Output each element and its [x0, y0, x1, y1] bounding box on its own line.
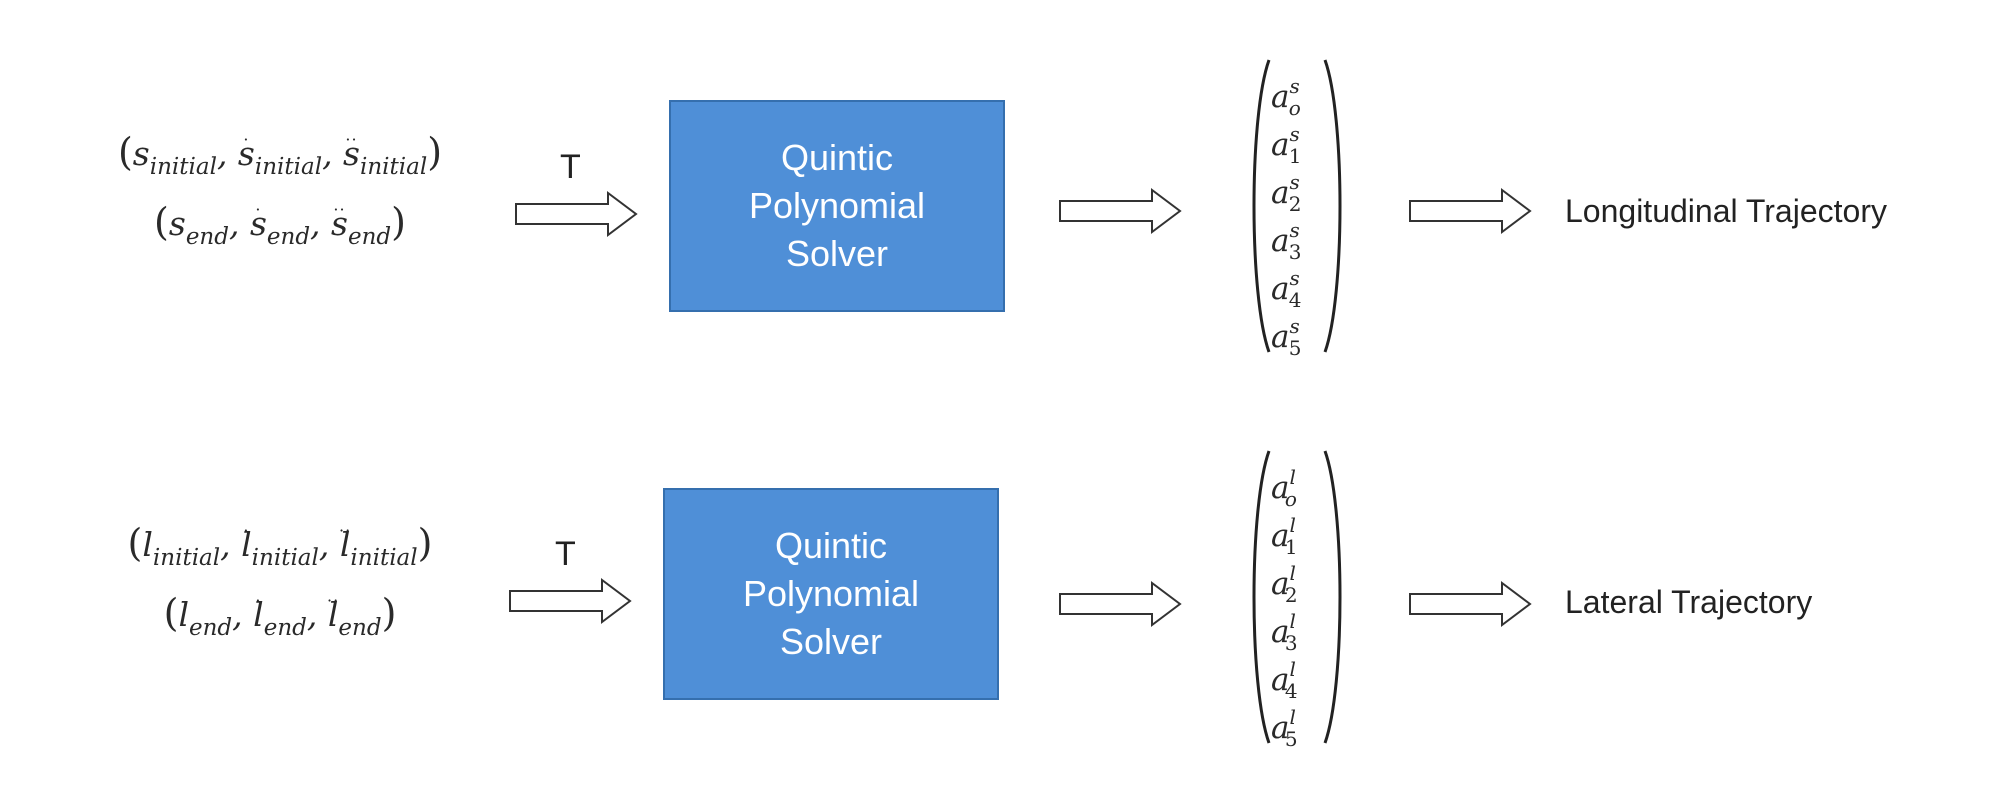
lateral-trajectory-label: Lateral Trajectory — [1565, 584, 1813, 620]
result-arrow — [1408, 581, 1532, 627]
coefficient-vector-s: aso as1 as2 as3 as4 as5 — [1247, 56, 1347, 360]
end-state-l: (lend, ·lend, ··lend) — [163, 591, 397, 641]
t-label: T — [555, 535, 576, 573]
input-arrow — [508, 578, 632, 624]
coefficient-vector-l: alo al1 al2 al3 al4 al5 — [1247, 447, 1347, 751]
t-label: T — [560, 148, 581, 186]
solver-line-3: Solver — [779, 621, 883, 662]
coef-s-4: as4 — [1271, 266, 1302, 312]
longitudinal-row: (sinitial, ·sinitial, ··sinitial) (send,… — [117, 56, 1887, 360]
longitudinal-trajectory-label: Longitudinal Trajectory — [1565, 193, 1887, 229]
input-arrow — [514, 191, 638, 237]
quintic-solver-box: Quintic Polynomial Solver — [663, 488, 999, 700]
solver-line-1: Quintic — [780, 137, 894, 178]
initial-state-s: (sinitial, ·sinitial, ··sinitial) — [117, 130, 443, 180]
result-arrow — [1408, 188, 1532, 234]
output-arrow — [1058, 188, 1182, 234]
coef-l-0: alo — [1271, 465, 1297, 511]
coef-s-5: as5 — [1271, 314, 1302, 360]
output-arrow — [1058, 581, 1182, 627]
coef-s-2: as2 — [1271, 170, 1302, 216]
coef-l-4: al4 — [1271, 657, 1298, 703]
coefficient-list-s: aso as1 as2 as3 as4 as5 — [1271, 62, 1331, 360]
quintic-solver-box: Quintic Polynomial Solver — [669, 100, 1005, 312]
coef-s-3: as3 — [1271, 218, 1302, 264]
coef-s-0: aso — [1271, 74, 1301, 120]
solver-line-2: Polynomial — [748, 185, 926, 226]
coef-l-3: al3 — [1271, 609, 1298, 655]
coefficient-list-l: alo al1 al2 al3 al4 al5 — [1271, 453, 1331, 751]
solver-line-2: Polynomial — [742, 573, 920, 614]
coef-l-2: al2 — [1271, 561, 1298, 607]
end-state-s: (send, ·send, ··send) — [154, 200, 406, 250]
lateral-row: (linitial, ·linitial, ··linitial) (lend,… — [0, 385, 1993, 785]
solver-line-1: Quintic — [774, 525, 888, 566]
initial-state-l: (linitial, ·linitial, ··linitial) — [127, 521, 433, 571]
coef-l-1: al1 — [1271, 513, 1298, 559]
coef-s-1: as1 — [1271, 122, 1302, 168]
solver-line-3: Solver — [785, 233, 889, 274]
coef-l-5: al5 — [1271, 705, 1298, 751]
